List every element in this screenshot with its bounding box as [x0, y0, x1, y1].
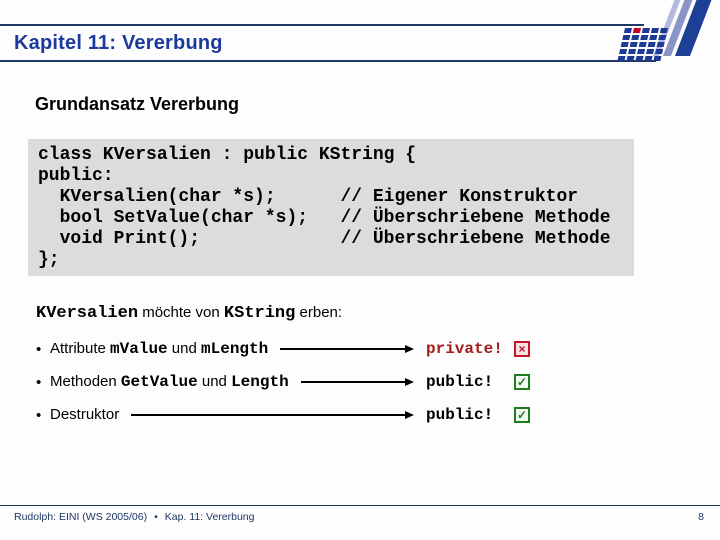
slide-title: Grundansatz Vererbung	[35, 94, 240, 114]
intro-sentence: KVersalien möchte von KString erben:	[36, 304, 342, 323]
code-line: class KVersalien : public KString {	[38, 145, 417, 165]
footer: Rudolph: EINI (WS 2005/06) • Kap. 11: Ve…	[14, 511, 704, 523]
bullet-text: Attribute mValue und mLength	[50, 340, 269, 358]
bullet-marker: •	[36, 406, 42, 424]
footer-author: Rudolph: EINI (WS 2005/06)	[14, 511, 148, 523]
code-line: KVersalien(char *s); // Eigener Konstruk…	[38, 187, 579, 207]
result-label: private!	[426, 340, 503, 358]
class-name: KVersalien	[36, 304, 139, 323]
header-rule-top	[0, 24, 644, 26]
class-name: KString	[223, 304, 296, 323]
code-line: public:	[38, 166, 114, 186]
intro-text: möchte von	[138, 304, 224, 321]
x-box-icon: ×	[514, 341, 530, 357]
footer-source: Rudolph: EINI (WS 2005/06) • Kap. 11: Ve…	[14, 511, 254, 523]
chapter-title: Kapitel 11: Vererbung	[14, 32, 223, 54]
bullet-row-destructor: • Destruktor public! ✓	[36, 403, 530, 427]
university-logo	[610, 0, 720, 72]
code-line: void Print(); // Überschriebene Methode	[38, 229, 611, 249]
header-rule-bottom	[0, 60, 656, 62]
bullet-row-methods: • Methoden GetValue und Length public! ✓	[36, 370, 530, 394]
logo-grid-icon	[617, 28, 668, 61]
check-box-icon: ✓	[514, 374, 530, 390]
footer-separator-icon: •	[154, 511, 158, 523]
bullet-row-attributes: • Attribute mValue und mLength private! …	[36, 337, 530, 361]
arrow-icon	[131, 411, 414, 418]
intro-text: erben:	[295, 304, 343, 321]
bullet-text: Destruktor	[50, 406, 120, 423]
arrow-icon	[300, 378, 415, 385]
bullet-list: • Attribute mValue und mLength private! …	[36, 337, 530, 427]
access-result: public! ✓	[426, 373, 530, 391]
footer-rule	[0, 505, 720, 506]
result-label: public!	[426, 406, 494, 424]
result-label: public!	[426, 373, 494, 391]
bullet-marker: •	[36, 340, 42, 358]
access-result: public! ✓	[426, 406, 530, 424]
access-result: private! ×	[426, 340, 530, 358]
arrow-icon	[280, 345, 414, 352]
check-box-icon: ✓	[514, 407, 530, 423]
page-number: 8	[698, 511, 704, 523]
bullet-text: Methoden GetValue und Length	[50, 373, 289, 391]
code-block: class KVersalien : public KString { publ…	[28, 139, 634, 276]
code-line: bool SetValue(char *s); // Überschrieben…	[38, 208, 611, 228]
footer-chapter: Kap. 11: Vererbung	[164, 511, 255, 523]
bullet-marker: •	[36, 373, 42, 391]
code-line: };	[38, 250, 60, 270]
